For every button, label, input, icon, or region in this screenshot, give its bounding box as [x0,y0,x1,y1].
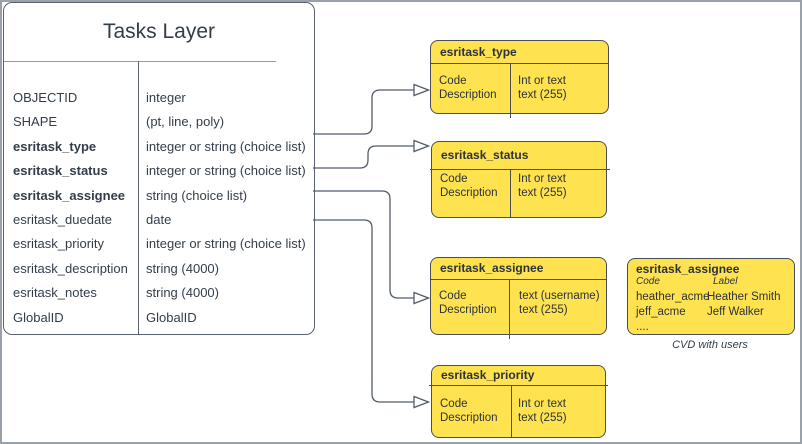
domain-codes: Code Description [440,172,498,200]
field-name: esritask_description [13,260,128,276]
domain-box-esritask-assignee: esritask_assignee Code Description text … [430,257,607,339]
divider [511,385,512,437]
field-name: esritask_notes [13,285,97,301]
code-type: text (username) [519,290,600,302]
code-type: Int or text [518,173,566,185]
divider [510,63,511,118]
cvd-user-codes: heather_acme jeff_acme .... [636,290,710,335]
tasks-layer-field-list: OBJECTID integer SHAPE (pt, line, poly) … [4,86,314,330]
domain-box-title: esritask_assignee [440,261,544,275]
field-type: integer or string (choice list) [146,138,306,154]
table-row: GlobalID GlobalID [4,306,314,330]
user-code: heather_acme [636,291,710,303]
table-row: esritask_duedate date [4,208,314,232]
domain-types: text (username) text (255) [519,289,600,317]
field-name: esritask_priority [13,236,105,252]
field-type: integer or string (choice list) [146,163,306,179]
domain-box-esritask-type: esritask_type Code Description Int or te… [430,40,609,118]
cvd-users-box: esritask_assignee Code Label heather_acm… [627,258,795,335]
field-type: integer [146,90,186,105]
field-type: date [146,211,172,227]
table-row: OBJECTID integer [4,86,314,110]
tasks-layer-column-divider [138,61,139,334]
description-label: Description [439,89,497,101]
open-arrowhead-icon [413,291,431,305]
field-name: esritask_duedate [13,211,113,227]
domain-types: Int or text text (255) [518,397,567,425]
open-arrowhead-icon [413,83,431,97]
table-row: esritask_type integer or string (choice … [4,135,314,159]
divider [431,279,606,280]
tasks-layer-title: Tasks Layer [102,20,216,43]
field-name: esritask_status [13,163,108,179]
description-type: text (255) [519,304,568,316]
domain-codes: Code Description [439,74,497,102]
table-row: esritask_status integer or string (choic… [4,159,314,183]
open-arrowhead-icon [413,395,431,409]
code-type: Int or text [518,75,566,87]
open-arrowhead-icon [413,139,431,153]
description-label: Description [440,412,498,424]
cvd-label-column-header: Label [713,276,738,287]
description-label: Description [439,304,497,316]
field-name: GlobalID [13,309,64,325]
description-type: text (255) [518,89,567,101]
connector-esritask-type [313,89,414,135]
field-type: (pt, line, poly) [146,114,225,130]
description-type: text (255) [518,412,567,424]
divider [509,279,510,339]
code-label: Code [439,290,467,302]
user-code: jeff_acme [636,306,686,318]
field-name: esritask_type [13,138,97,154]
cvd-caption: CVD with users [672,339,748,351]
code-type: Int or text [518,398,566,410]
divider [431,63,608,64]
domain-box-esritask-status: esritask_status Code Description Int or … [430,141,610,218]
tasks-layer-table: Tasks Layer OBJECTID integer SHAPE (pt, … [3,2,315,335]
domain-box-title: esritask_status [441,148,529,162]
field-name: OBJECTID [13,90,78,105]
domain-types: Int or text text (255) [518,74,567,102]
connector-esritask-status [313,145,414,169]
domain-box-title: esritask_type [440,45,517,59]
divider [429,385,608,386]
cvd-ellipsis: .... [636,321,649,333]
divider [510,169,511,217]
field-type: string (choice list) [146,187,248,203]
domain-codes: Code Description [439,289,497,317]
cvd-user-labels: Heather Smith Jeff Walker [707,290,781,320]
field-type: string (4000) [146,285,219,301]
tasks-layer-header-divider [4,61,276,62]
cvd-box-title: esritask_assignee [636,262,740,276]
field-type: GlobalID [146,309,197,325]
description-label: Description [440,187,498,199]
domain-codes: Code Description [440,397,498,425]
code-label: Code [439,75,467,87]
domain-box-title: esritask_priority [441,368,535,382]
table-row: SHAPE (pt, line, poly) [4,110,314,134]
field-type: integer or string (choice list) [146,236,306,252]
connector-esritask-assignee [313,190,414,299]
cvd-code-column-header: Code [636,276,660,287]
table-row: esritask_description string (4000) [4,257,314,281]
connector-esritask-priority [313,219,414,403]
table-row: esritask_assignee string (choice list) [4,184,314,208]
user-label: Jeff Walker [707,306,764,318]
domain-box-esritask-priority: esritask_priority Code Description Int o… [429,365,608,438]
code-label: Code [440,398,468,410]
user-label: Heather Smith [707,291,781,303]
field-name: esritask_assignee [13,187,126,203]
code-label: Code [440,173,468,185]
divider [430,169,610,170]
description-type: text (255) [518,187,567,199]
field-type: string (4000) [146,260,219,276]
field-name: SHAPE [13,114,58,130]
table-row: esritask_priority integer or string (cho… [4,232,314,256]
table-row: esritask_notes string (4000) [4,281,314,305]
domain-types: Int or text text (255) [518,172,567,200]
